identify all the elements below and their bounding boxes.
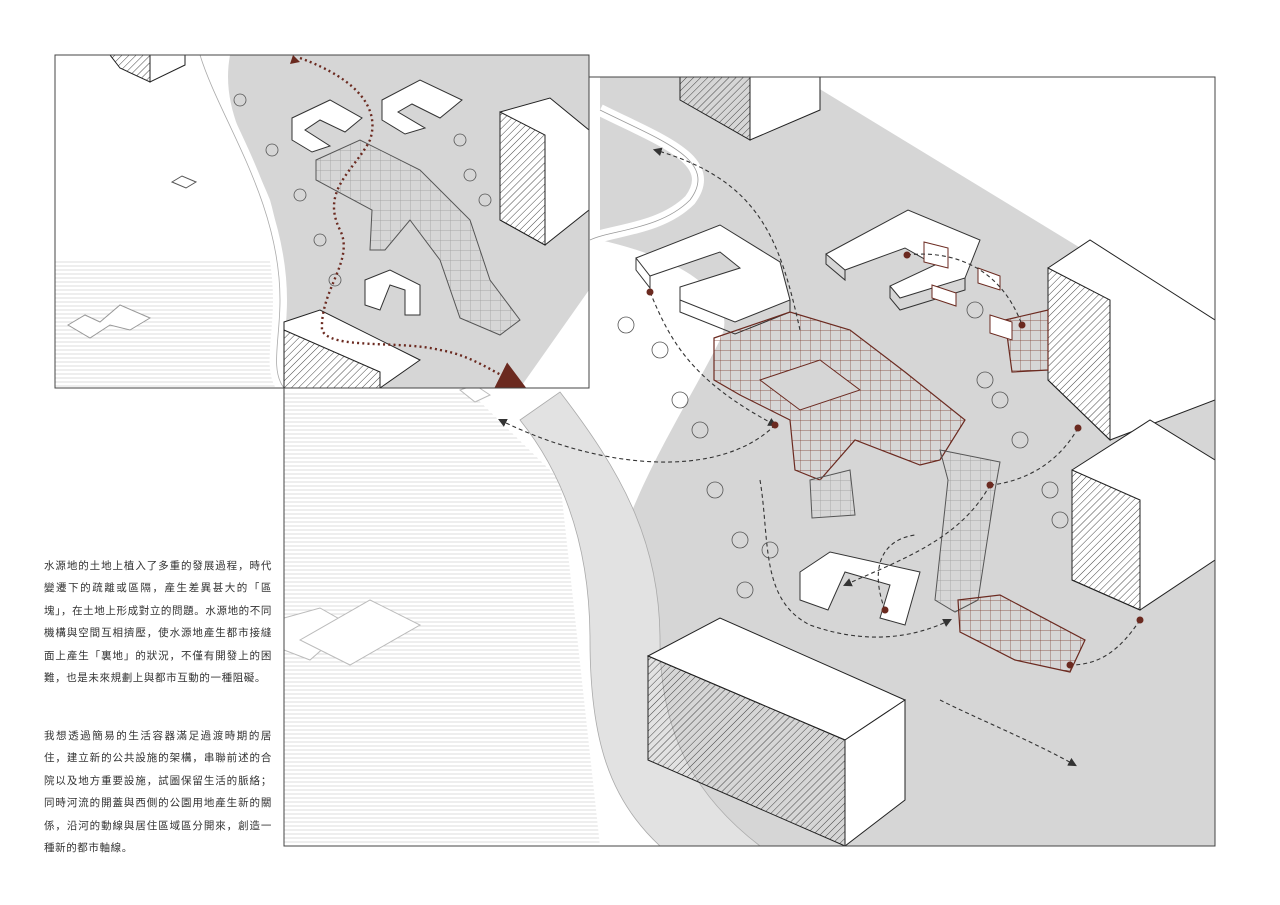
main-axonometric xyxy=(284,77,1215,846)
u-building-left xyxy=(635,224,791,335)
block-bottom xyxy=(646,617,907,846)
river-route xyxy=(299,56,527,388)
tower-top xyxy=(679,77,821,141)
ghost-buildings xyxy=(284,384,492,666)
circulation-nodes xyxy=(646,251,1144,669)
tower-right-lower xyxy=(1071,419,1215,611)
description-paragraph-2: 我想透過簡易的生活容器滿足過渡時期的居住，建立新的公共設施的架構，串聯前述的合院… xyxy=(44,730,272,855)
courtyard-house xyxy=(799,551,921,626)
u-building-right xyxy=(825,209,981,311)
framework-structure xyxy=(713,309,1086,673)
circulation-arrows xyxy=(498,147,1141,767)
description-paragraph-1: 水源地的土地上植入了多重的發展過程，時代變遷下的疏離或區隔，產生差異甚大的「區塊… xyxy=(44,560,272,685)
tower-right-upper xyxy=(1047,239,1215,442)
main-frame xyxy=(283,76,1216,847)
inset-overview xyxy=(54,54,590,389)
trees xyxy=(617,301,1069,599)
inset-frame xyxy=(54,54,590,389)
